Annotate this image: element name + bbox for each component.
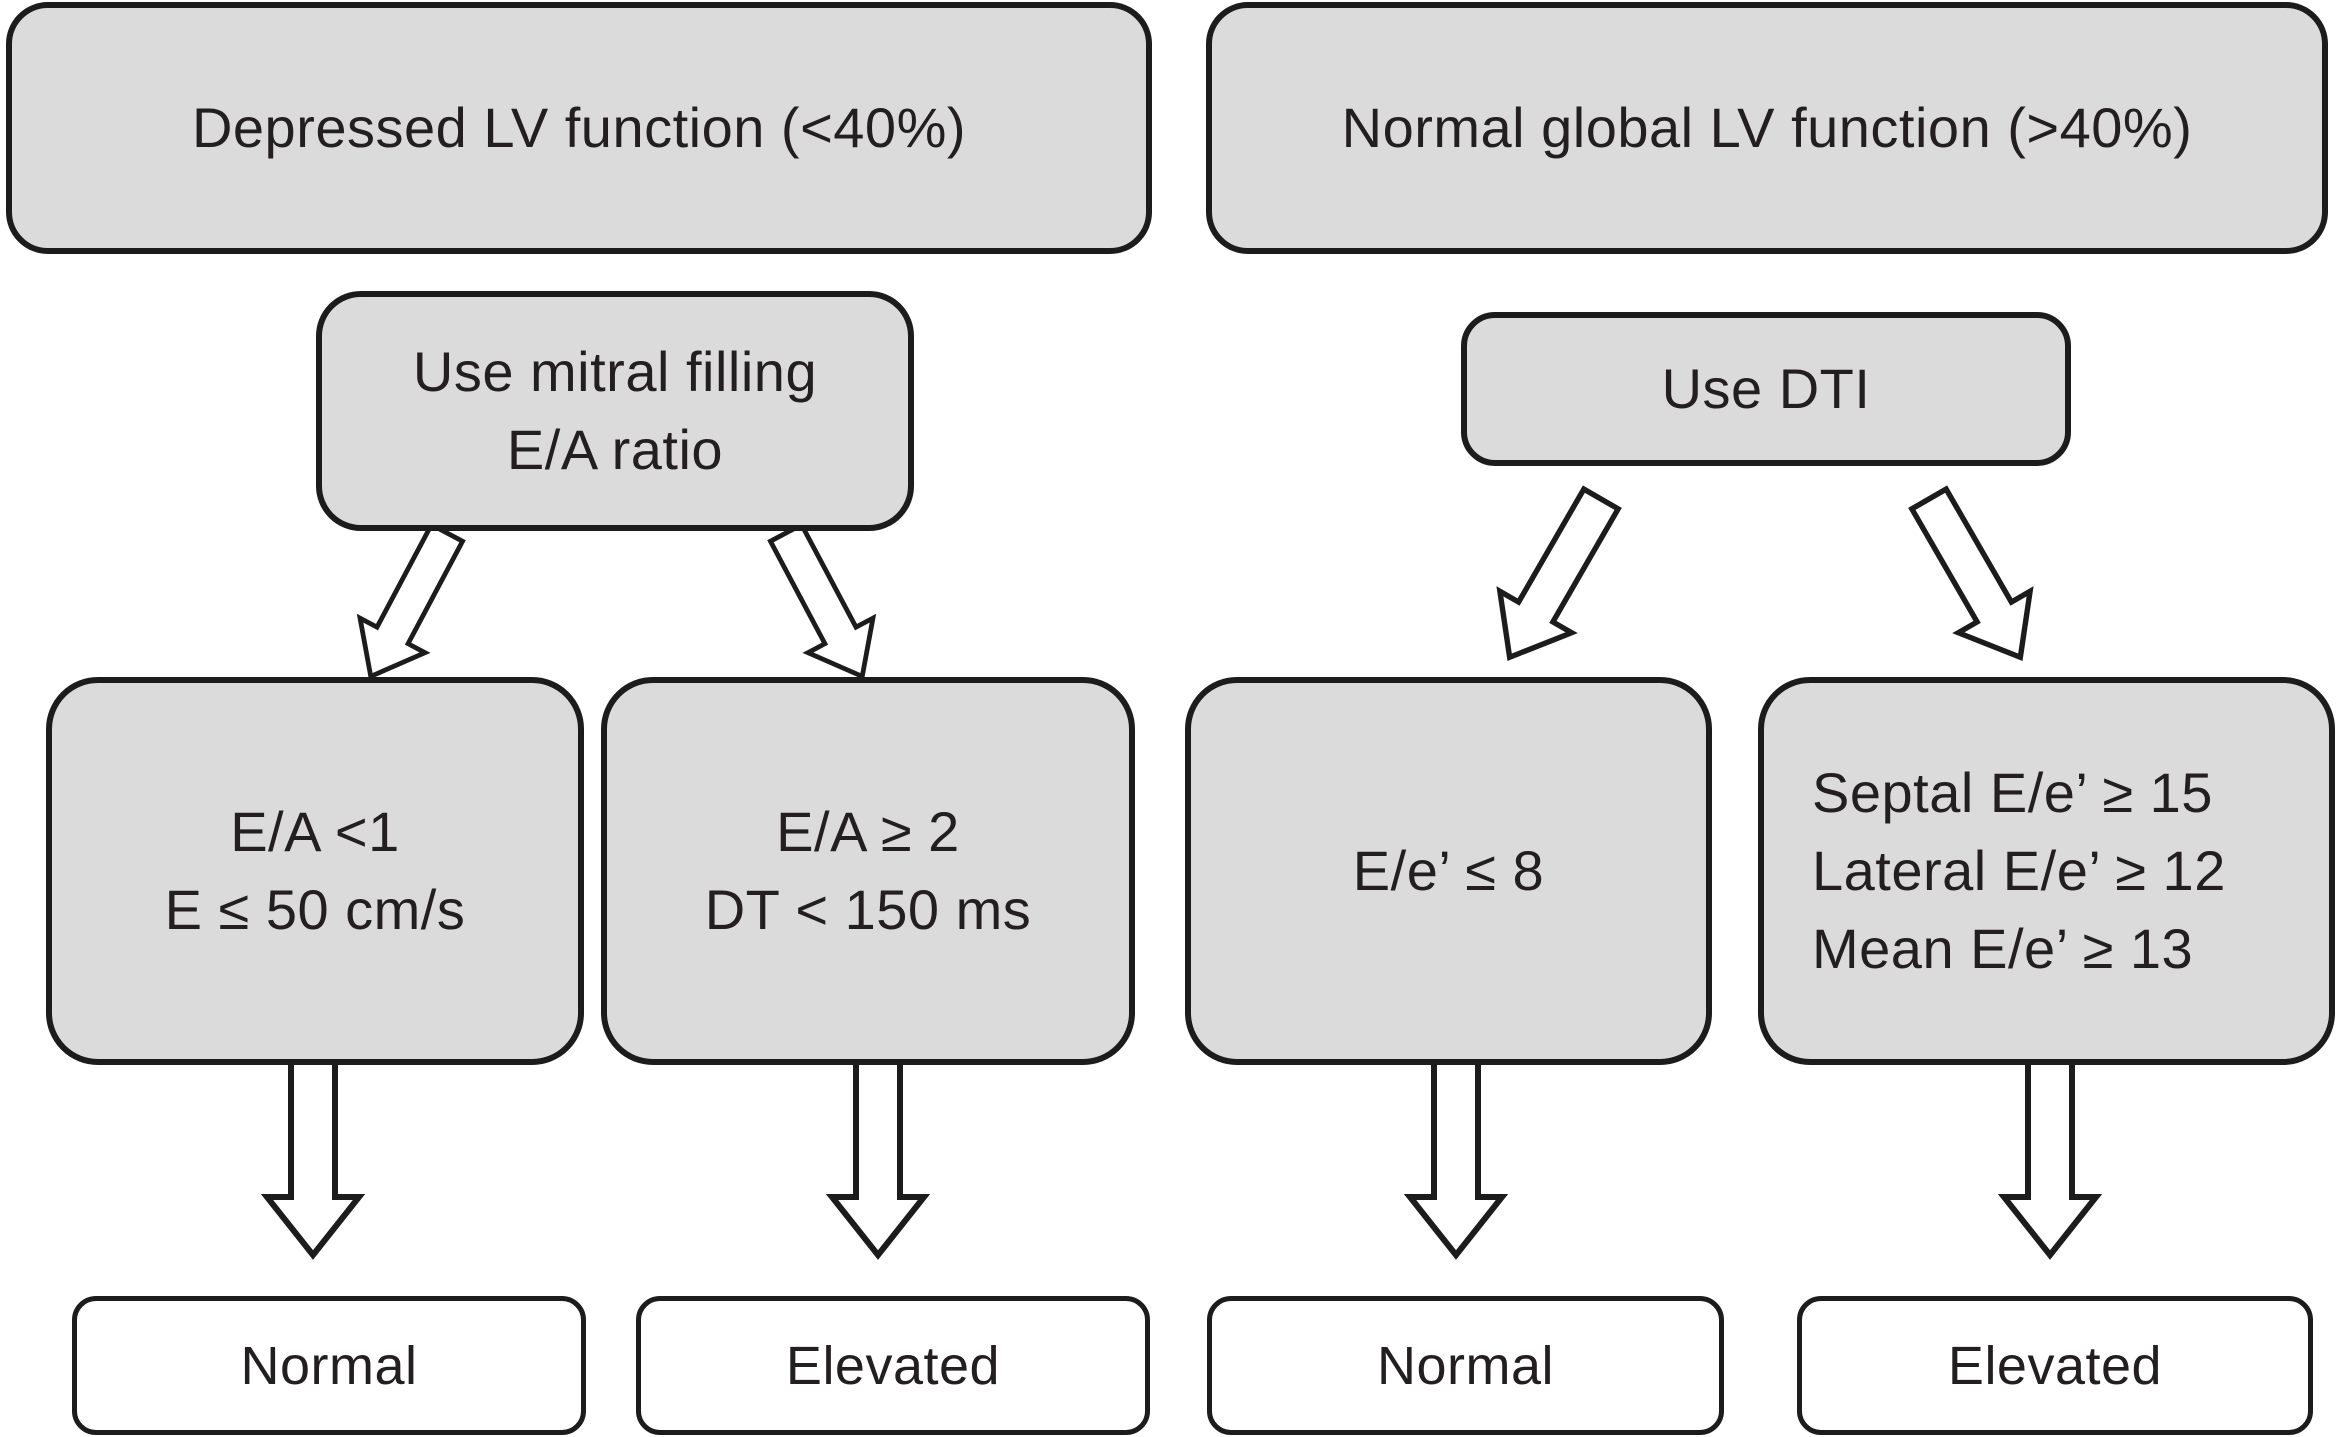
node-depressed-lv-function: Depressed LV function (<40%) — [6, 2, 1152, 254]
result-elevated-left: Elevated — [636, 1296, 1150, 1435]
node-use-dti: Use DTI — [1461, 312, 2071, 466]
node-label: Depressed LV function (<40%) — [191, 96, 967, 159]
arrow-down-icon — [1410, 1052, 1502, 1255]
node-use-mitral-filling: Use mitral filling E/A ratio — [316, 291, 914, 531]
node-criteria-ee-high: Septal E/e’ ≥ 15 Lateral E/e’ ≥ 12 Mean … — [1758, 677, 2335, 1065]
node-label: E/e’ ≤ 8 — [1352, 839, 1545, 902]
node-label: Use DTI — [1661, 357, 1871, 420]
node-criteria-ea-high: E/A ≥ 2 DT < 150 ms — [601, 677, 1135, 1065]
arrow-down-right-icon — [754, 516, 895, 694]
result-label: Elevated — [785, 1335, 1001, 1396]
result-elevated-right: Elevated — [1797, 1296, 2313, 1435]
result-normal-left: Normal — [72, 1296, 586, 1435]
arrow-down-icon — [2004, 1052, 2096, 1255]
arrow-down-icon — [267, 1052, 359, 1255]
result-label: Elevated — [1947, 1335, 2163, 1396]
node-label: Normal global LV function (>40%) — [1341, 96, 2193, 159]
node-criteria-ee-low: E/e’ ≤ 8 — [1185, 677, 1712, 1065]
node-label: E/A ≥ 2 DT < 150 ms — [704, 800, 1032, 941]
result-normal-right: Normal — [1207, 1296, 1724, 1435]
node-label: Use mitral filling E/A ratio — [412, 340, 818, 481]
arrow-down-left-icon — [1474, 478, 1637, 678]
arrow-down-right-icon — [1893, 478, 2056, 678]
node-criteria-ea-low: E/A <1 E ≤ 50 cm/s — [46, 677, 584, 1065]
node-label: Septal E/e’ ≥ 15 Lateral E/e’ ≥ 12 Mean … — [1812, 761, 2226, 980]
result-label: Normal — [1376, 1335, 1555, 1396]
arrow-down-icon — [832, 1052, 924, 1255]
node-normal-global-lv-function: Normal global LV function (>40%) — [1206, 2, 2328, 254]
arrow-down-left-icon — [338, 516, 479, 694]
result-label: Normal — [240, 1335, 418, 1396]
node-label: E/A <1 E ≤ 50 cm/s — [164, 800, 466, 941]
